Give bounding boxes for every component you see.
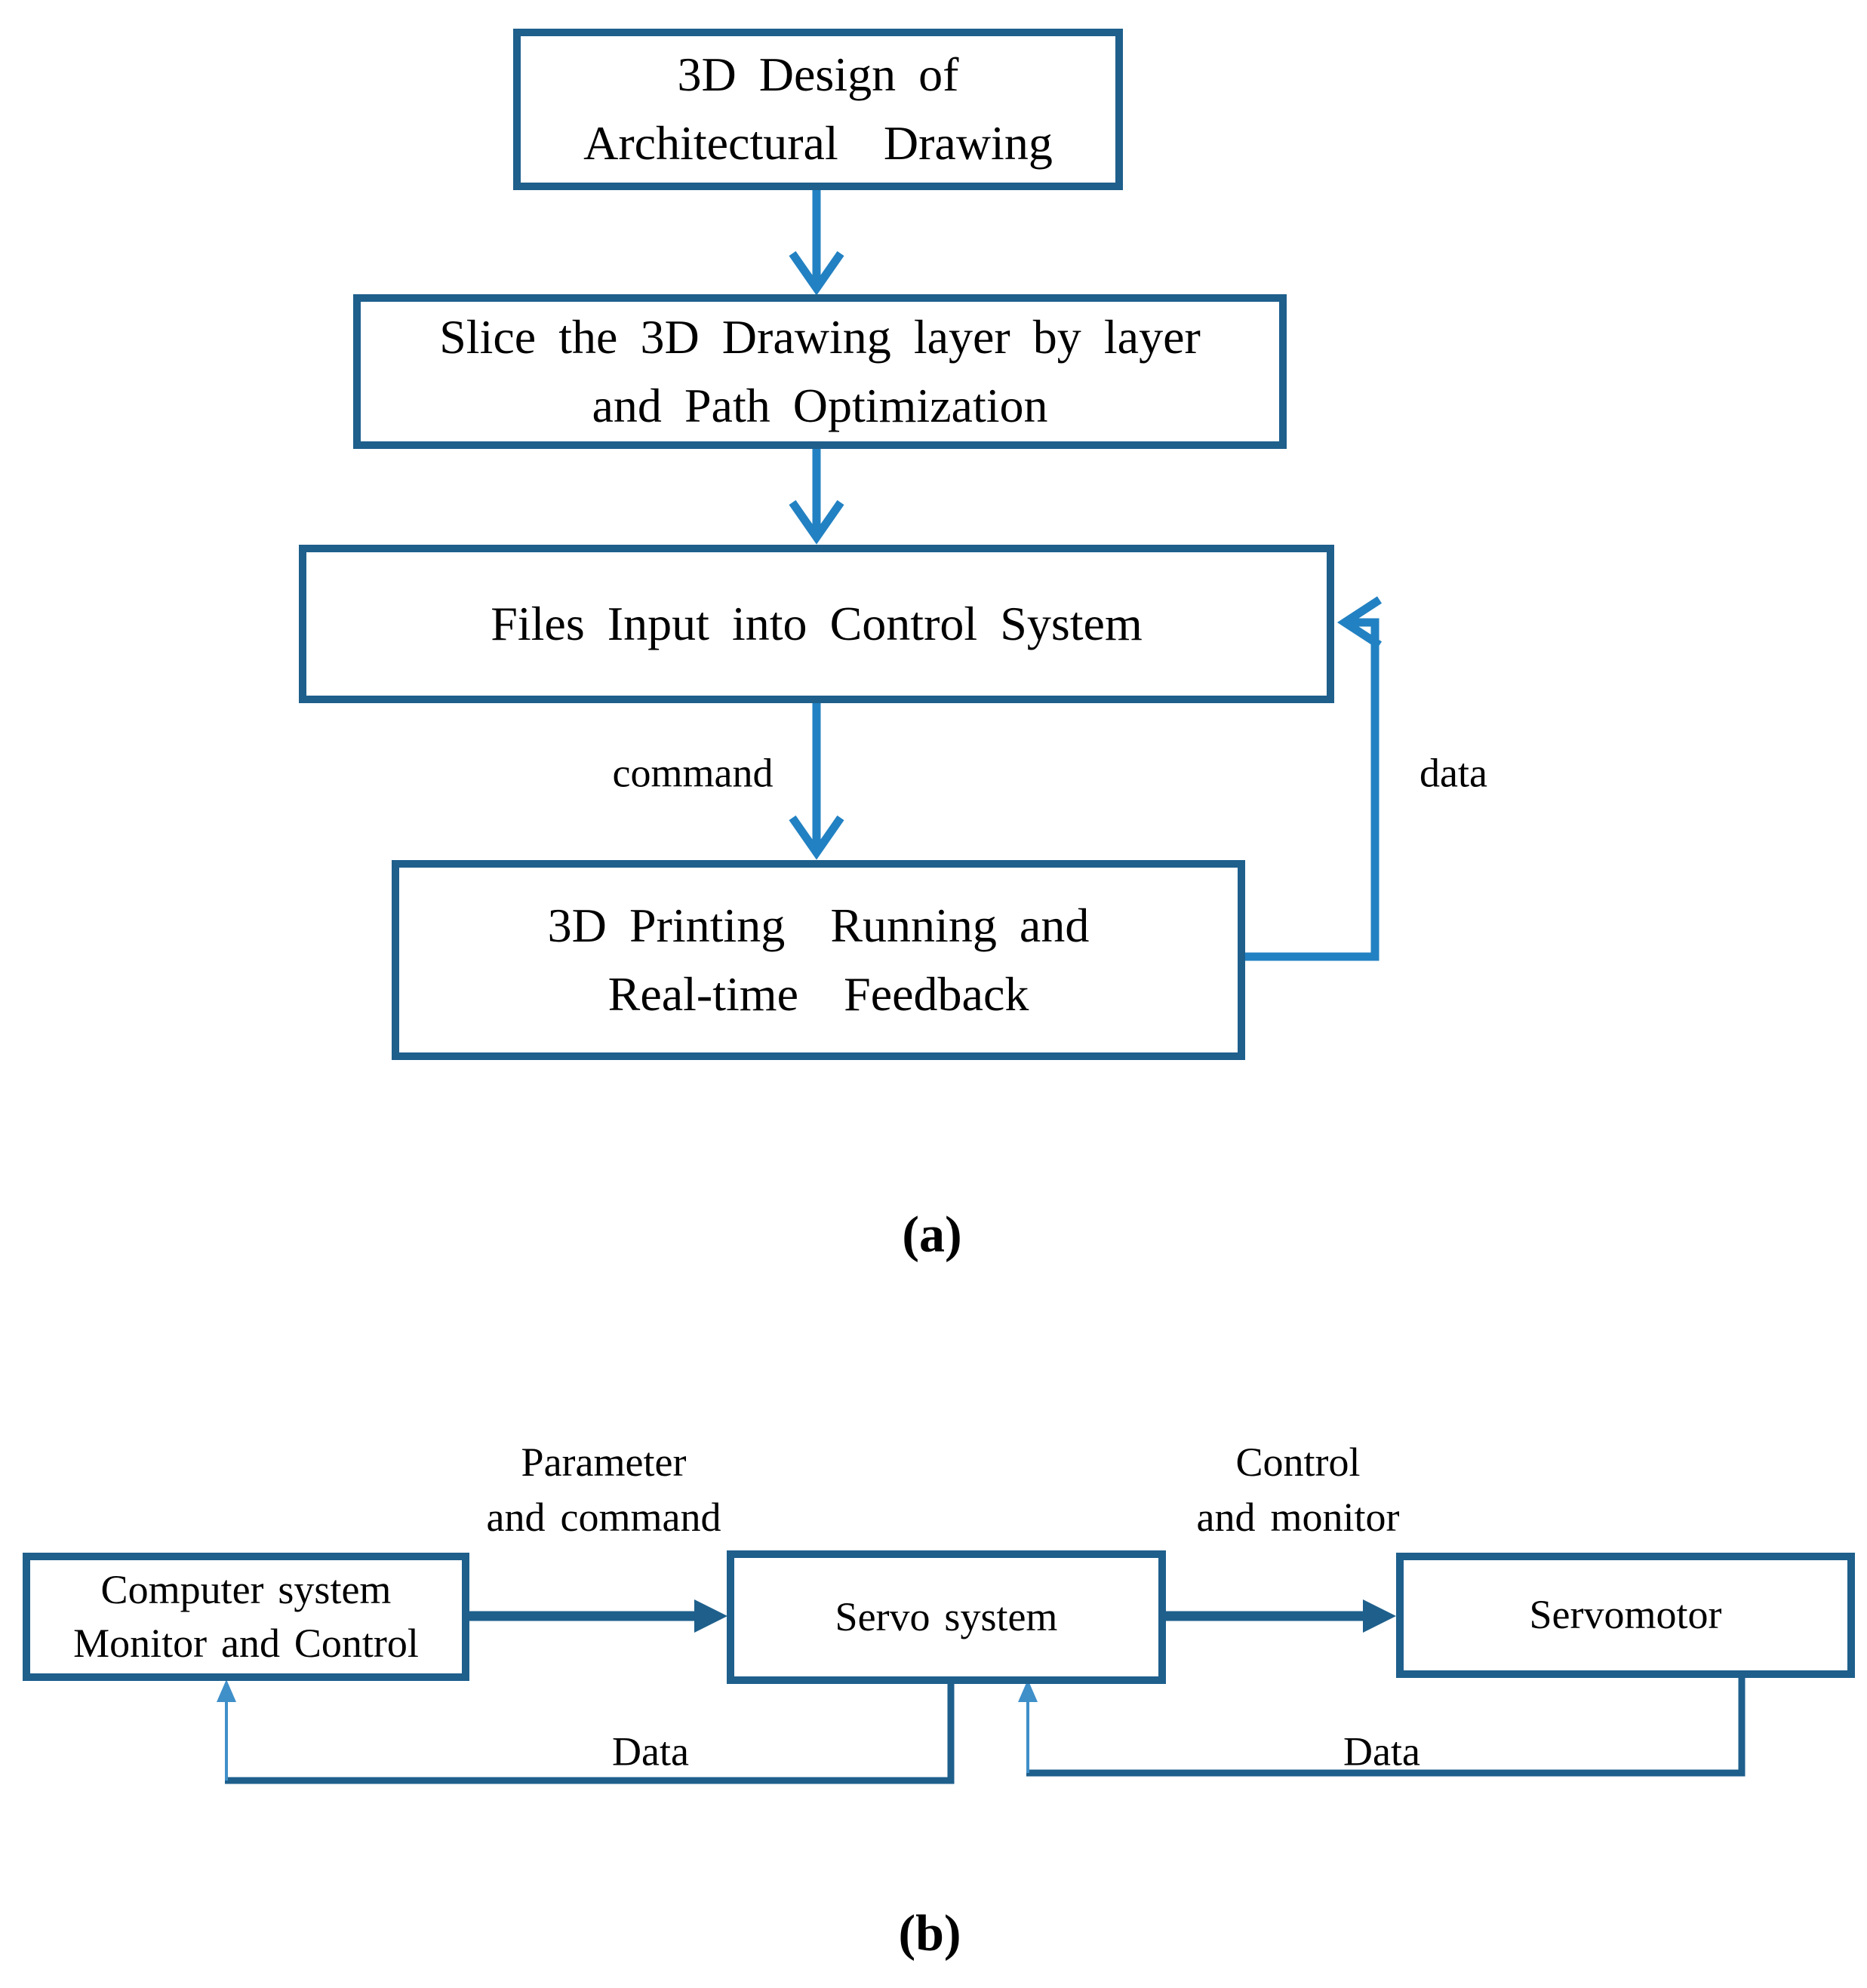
edge-label-parameter-command: Parameter and command — [486, 1440, 721, 1540]
caption-b: (b) — [898, 1904, 961, 1962]
arrow-command-files-to-printing — [789, 703, 844, 860]
edge-label-data-left: Data — [612, 1728, 689, 1774]
edge-label-control-monitor: Control and monitor — [1196, 1440, 1400, 1540]
box-3d-printing: 3D Printing Running and Real-time Feedba… — [392, 860, 1245, 1060]
edge-label-command: command — [612, 750, 774, 796]
box-files-input: Files Input into Control System — [299, 545, 1334, 703]
box-servo-system: Servo system — [727, 1550, 1166, 1684]
arrow-servo-to-servomotor — [1166, 1599, 1396, 1633]
arrow-slice-to-files — [789, 449, 844, 545]
box-3d-design: 3D Design of Architectural Drawing — [513, 29, 1123, 190]
edge-label-data: data — [1419, 750, 1487, 796]
box-servomotor: Servomotor — [1396, 1553, 1855, 1678]
box-slice-drawing: Slice the 3D Drawing layer by layer and … — [353, 294, 1287, 449]
edge-label-data-right: Data — [1343, 1728, 1420, 1774]
box-computer-system: Computer system Monitor and Control — [23, 1553, 469, 1681]
arrow-computer-to-servo — [469, 1599, 727, 1633]
feedback-loop-data-left — [217, 1679, 955, 1784]
caption-a: (a) — [902, 1205, 962, 1263]
arrow-design-to-slice — [789, 190, 844, 296]
